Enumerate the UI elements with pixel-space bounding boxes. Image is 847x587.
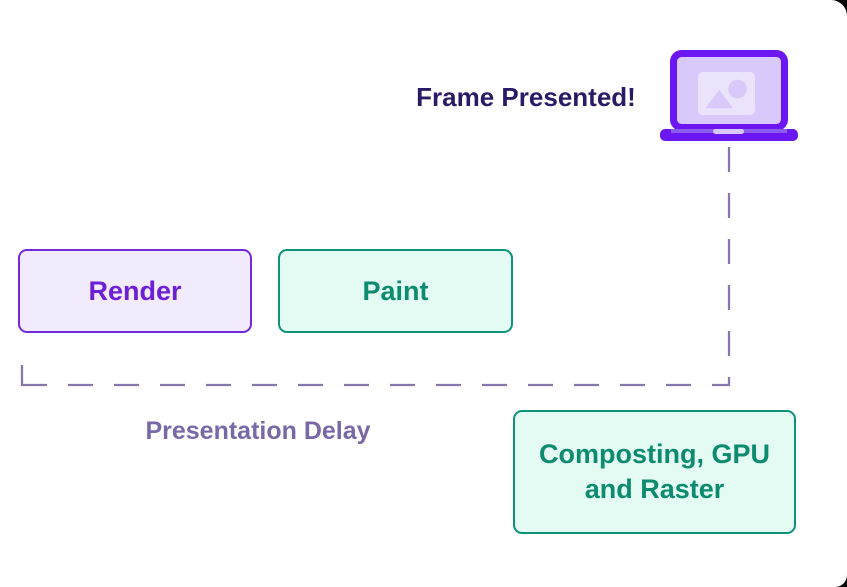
frame-presented-label: Frame Presented! [416,82,636,112]
compositing-box: Composting, GPU and Raster [513,410,796,534]
presentation-delay-label: Presentation Delay [145,417,371,445]
compositing-box-label-line2: and Raster [584,474,725,504]
laptop-icon [660,50,798,141]
image-icon [698,72,755,115]
paint-box: Paint [278,249,513,333]
laptop-base [660,129,798,141]
paint-box-label: Paint [362,275,429,306]
render-box: Render [18,249,252,333]
compositing-box-label-line1: Composting, GPU [539,439,770,469]
render-box-label: Render [88,275,182,306]
presentation-delay-dashed-line [20,142,731,387]
